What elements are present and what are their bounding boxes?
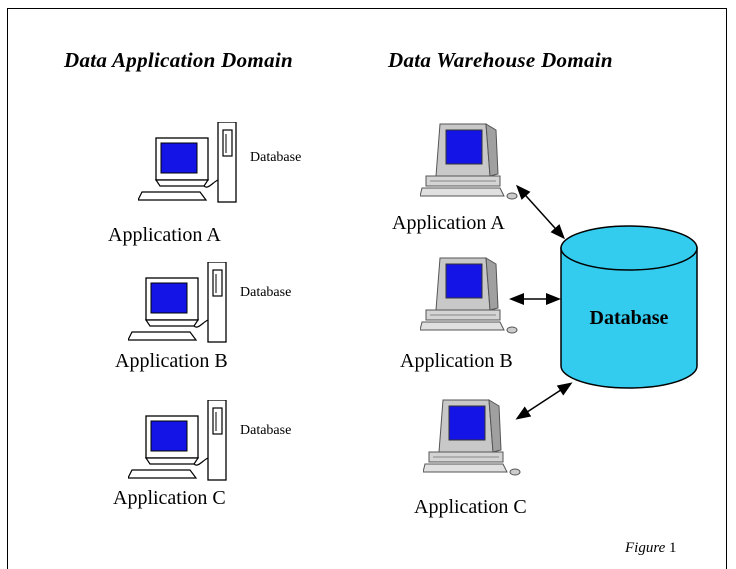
arrow-app-c-to-database <box>515 382 573 420</box>
computer-with-database-icon <box>138 122 237 203</box>
left-domain-heading: Data Application Domain <box>64 48 293 72</box>
left-app-b-label: Application B <box>115 350 228 372</box>
desktop-computer-icon <box>420 123 518 200</box>
central-database-cylinder <box>560 225 698 389</box>
right-domain-heading: Data Warehouse Domain <box>388 48 613 72</box>
figure-number: 1 <box>669 540 677 556</box>
right-app-b-label: Application B <box>400 350 513 372</box>
figure-frame <box>7 8 727 569</box>
app-c-database-label: Database <box>240 423 292 438</box>
figure-caption: Figure 1 <box>625 540 677 557</box>
app-a-database-label: Database <box>250 150 302 165</box>
computer-with-database-icon <box>128 400 227 481</box>
desktop-computer-icon <box>420 257 518 334</box>
computer-with-database-icon <box>128 262 227 343</box>
figure-word: Figure <box>625 540 666 556</box>
desktop-computer-icon <box>423 399 521 476</box>
left-app-c-label: Application C <box>113 487 226 509</box>
right-app-a-label: Application A <box>392 212 505 234</box>
arrow-app-a-to-database <box>515 184 566 240</box>
left-app-a-label: Application A <box>108 224 221 246</box>
app-b-database-label: Database <box>240 285 292 300</box>
right-app-c-label: Application C <box>414 496 527 518</box>
central-database-label: Database <box>589 307 669 329</box>
